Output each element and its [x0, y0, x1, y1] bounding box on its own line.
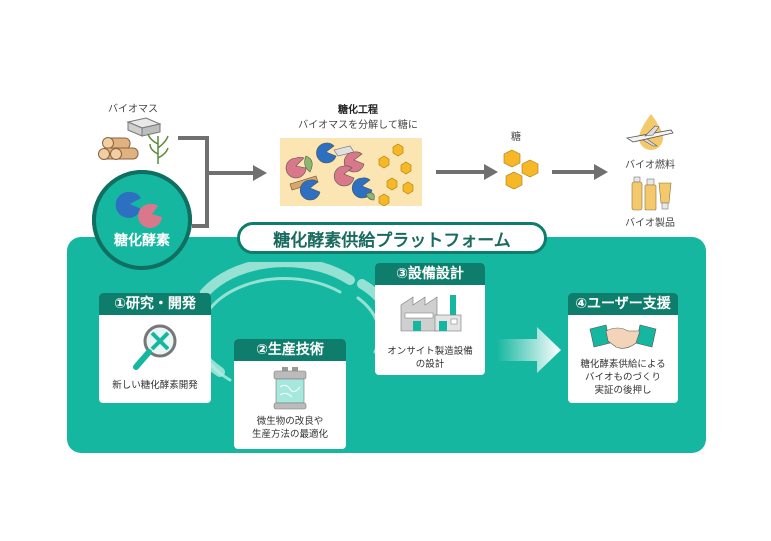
connector-line — [205, 136, 209, 228]
step-card-user-support: ④ユーザー支援 糖化酵素供給による バイオものづくり 実証の後押し — [568, 293, 678, 403]
step-card-production: ②生産技術 微生物の改良や 生産方法の最適化 — [234, 339, 346, 449]
step-card-facility: ③設備設計 オンサイト製造設備 の設計 — [375, 263, 485, 375]
handshake-icon — [589, 324, 657, 349]
enzyme-label: 糖化酵素 — [114, 233, 170, 249]
biomass-label: バイオマス — [108, 104, 158, 115]
saccharification-illustration — [280, 138, 422, 206]
flow-arrow-line — [436, 170, 486, 174]
flow-arrow-line — [552, 170, 596, 174]
factory-icon — [400, 295, 462, 332]
step-heading: ②生産技術 — [234, 339, 346, 361]
sugar-icon — [503, 149, 539, 190]
process-subtitle: バイオマスを分解して糖に — [298, 120, 418, 131]
connector-line — [207, 171, 257, 175]
step-body-line: の設計 — [415, 359, 445, 370]
magnifier-dna-icon — [133, 324, 177, 370]
connector-line — [192, 224, 209, 228]
product-label-fuel: バイオ燃料 — [625, 160, 675, 171]
step-heading: ④ユーザー支援 — [568, 293, 678, 315]
crate-icon — [126, 117, 162, 137]
fermenter-tank-icon — [273, 367, 307, 410]
connector-line — [178, 136, 208, 140]
step-body: 新しい糖化酵素開発 — [112, 380, 198, 391]
step-body-line: 微生物の改良や — [256, 416, 324, 427]
step-body-line: オンサイト製造設備 — [387, 346, 473, 357]
logs-icon — [98, 137, 139, 160]
arrow-right-icon — [484, 164, 498, 180]
platform-title: 糖化酵素供給プラットフォーム — [237, 222, 547, 254]
step-body-line: 実証の後押し — [594, 385, 652, 396]
step-body-line: 糖化酵素供給による — [580, 359, 666, 370]
product-label-bioproducts: バイオ製品 — [625, 218, 675, 229]
jet-fuel-icon — [625, 114, 674, 150]
step-card-research: ①研究・開発 新しい糖化酵素開発 — [99, 293, 211, 403]
sugar-hexagons — [378, 143, 414, 206]
enzyme-circle: 糖化酵素 — [92, 170, 192, 270]
arrow-right-icon — [253, 165, 267, 181]
step-body-line: 生産方法の最適化 — [251, 429, 328, 440]
step-heading: ①研究・開発 — [99, 293, 211, 315]
sugar-label: 糖 — [511, 132, 521, 143]
step-body-line: バイオものづくり — [584, 372, 661, 383]
arrow-right-icon — [594, 164, 608, 180]
process-title: 糖化工程 — [338, 105, 378, 116]
enzyme-shapes-icon — [115, 191, 162, 228]
progress-arrow-icon — [497, 327, 561, 373]
plant-icon — [147, 133, 169, 164]
step-heading: ③設備設計 — [375, 263, 485, 285]
biomass-icon — [98, 117, 169, 164]
bottles-icon — [631, 176, 672, 211]
